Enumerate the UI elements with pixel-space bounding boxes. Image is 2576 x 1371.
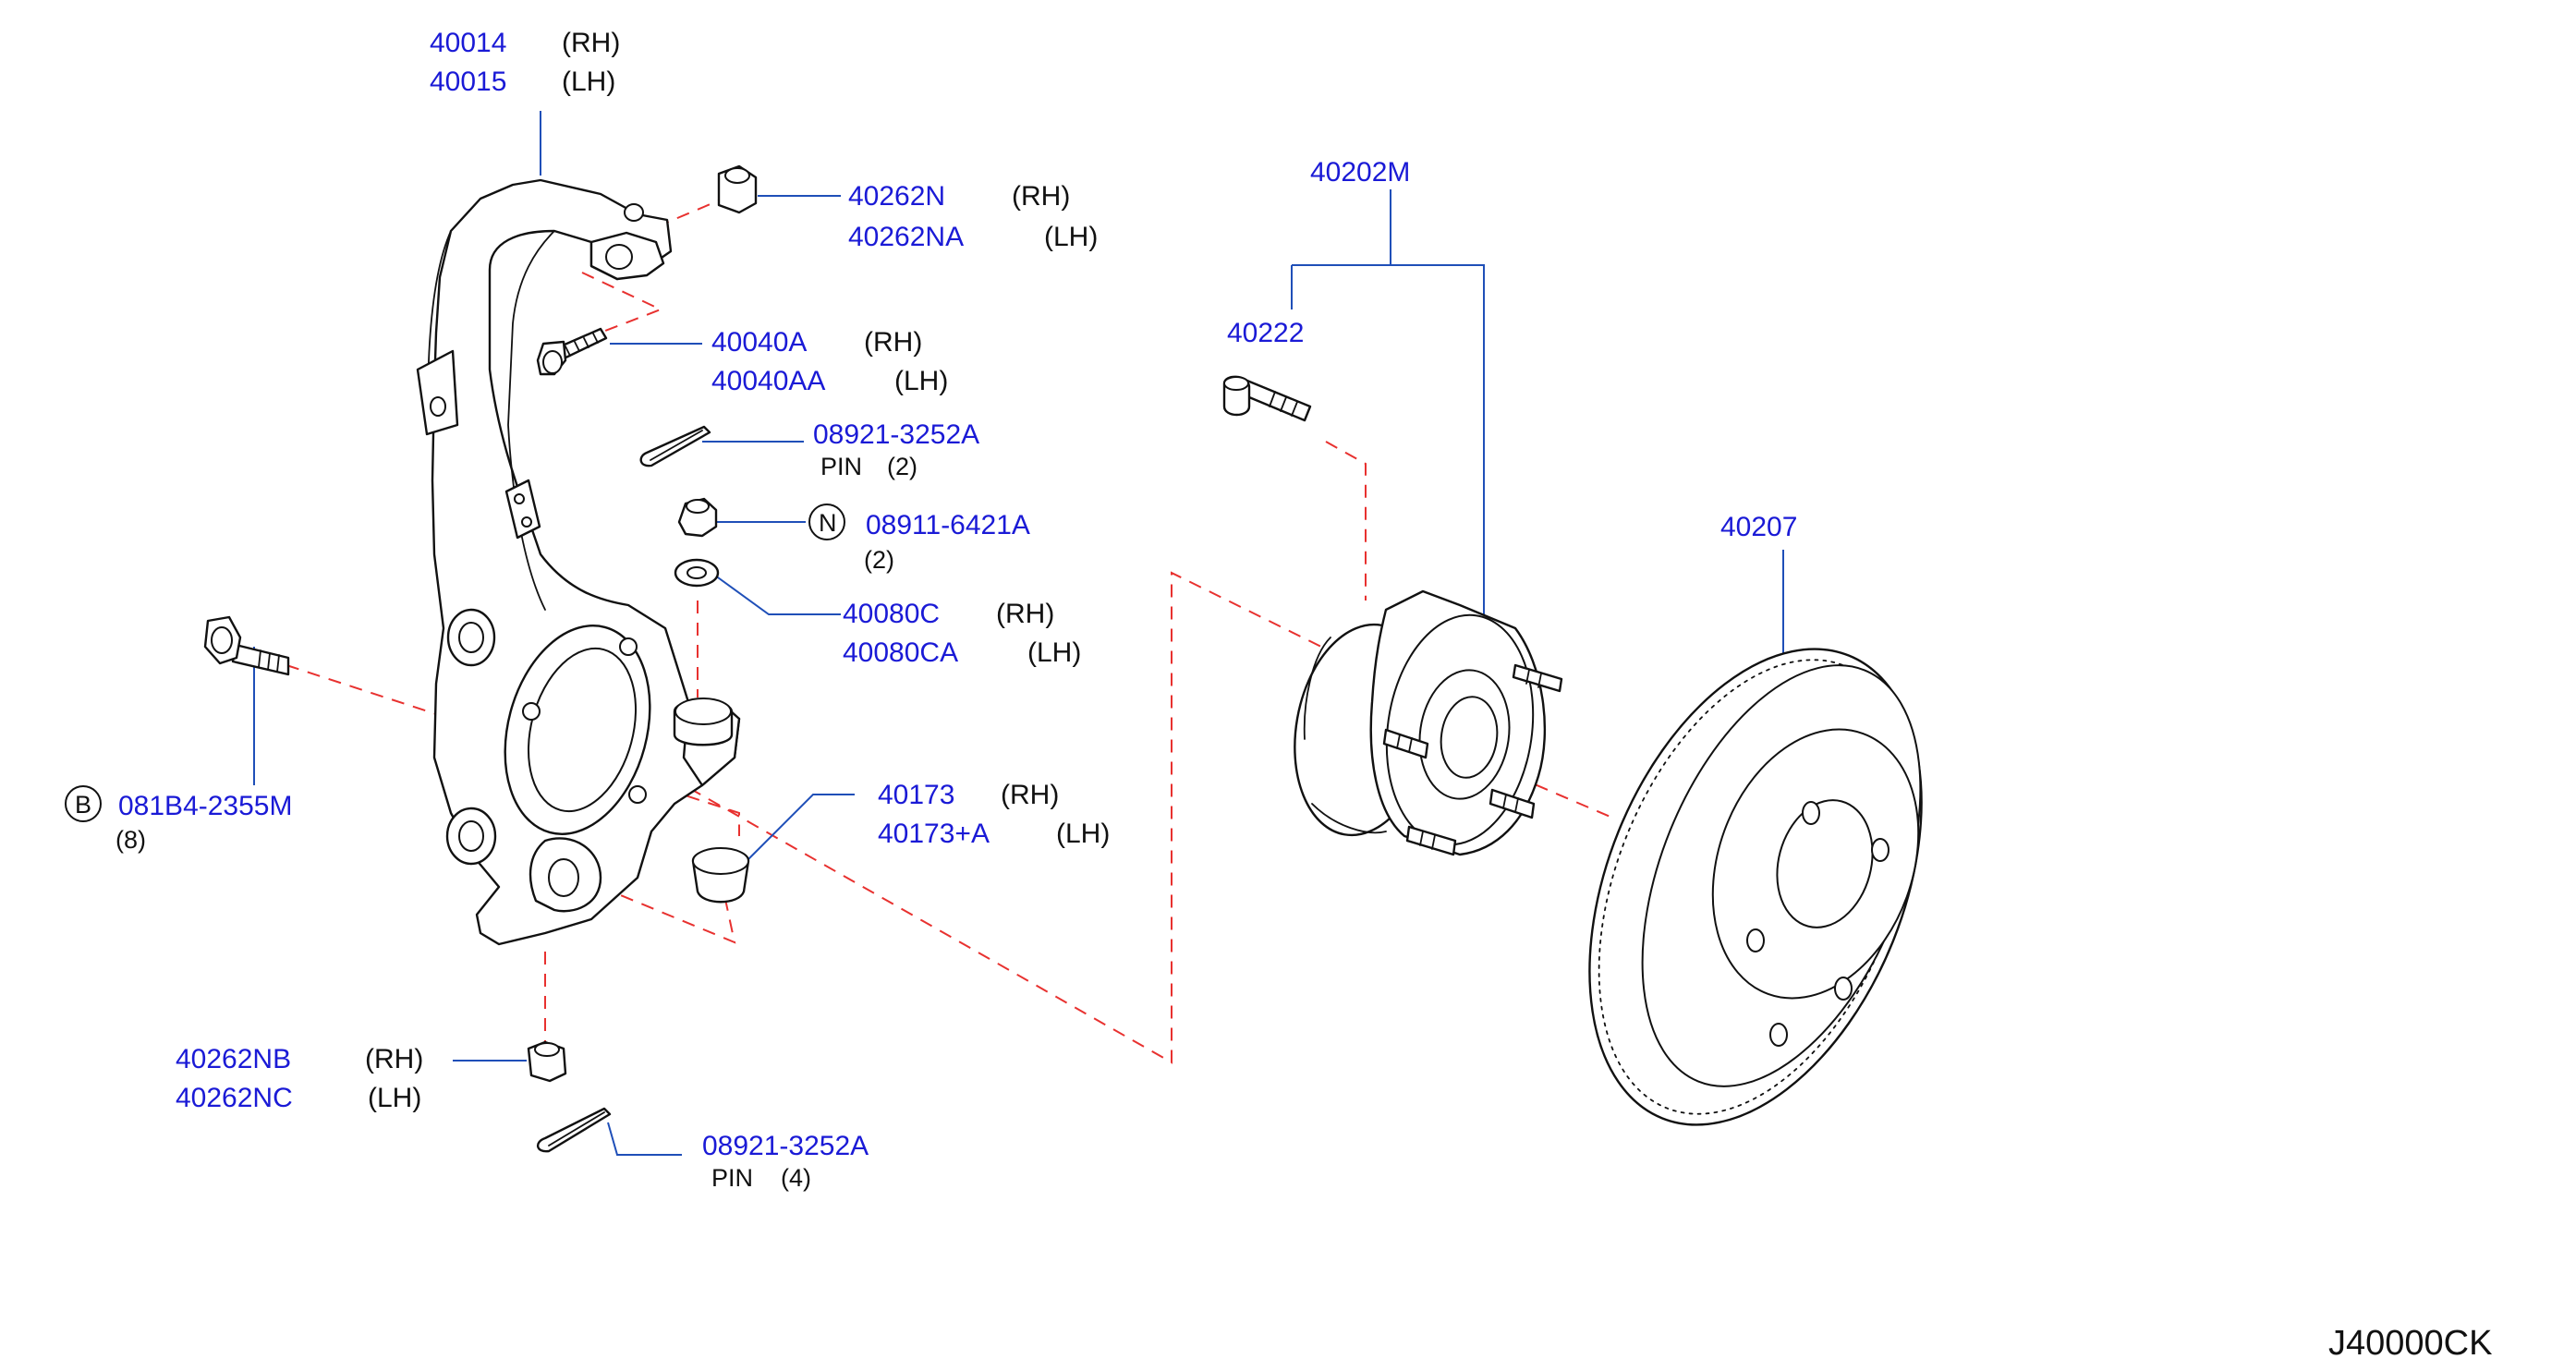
nut-bottom — [527, 1040, 567, 1083]
label-bolt-lh-side: (LH) — [894, 366, 948, 396]
label-bolt-b-circle: B — [75, 791, 91, 819]
wheel-stud — [1222, 375, 1312, 422]
label-bush-rh-side: (RH) — [1001, 780, 1059, 810]
nut-top — [717, 164, 758, 214]
diagram-code: J40000CK — [2328, 1324, 2492, 1363]
assembly-lines — [286, 195, 1613, 1064]
label-pin-top-desc: PIN — [820, 453, 862, 480]
label-nut-bot-rh-side: (RH) — [365, 1044, 423, 1074]
label-nut-top-rh-side: (RH) — [1012, 181, 1070, 212]
label-washer-rh-side: (RH) — [996, 599, 1054, 629]
label-washer-rh-pn: 40080C — [843, 599, 940, 629]
hub-assembly — [1294, 589, 1563, 856]
bushing-upper — [673, 698, 734, 746]
brake-rotor — [1588, 648, 1923, 1126]
label-bolt-b-qty: (8) — [115, 826, 146, 854]
label-bush-lh-pn: 40173+A — [878, 819, 990, 849]
bushing-lower — [691, 847, 750, 904]
label-nut-bot-rh-pn: 40262NB — [176, 1044, 291, 1074]
label-nut-top-lh-side: (LH) — [1044, 222, 1098, 252]
label-bolt-lh-pn: 40040AA — [711, 366, 825, 396]
labels: 40014 (RH) 40015 (LH) 40262N (RH) 40262N… — [75, 28, 2492, 1363]
bolt-long — [203, 615, 290, 676]
label-bush-rh-pn: 40173 — [878, 780, 954, 810]
label-knuckle-lh-side: (LH) — [562, 67, 615, 97]
label-pin-top-pn: 08921-3252A — [813, 419, 979, 450]
nut-n — [677, 497, 718, 538]
label-knuckle-rh-pn: 40014 — [430, 28, 506, 58]
label-nut-bot-lh-pn: 40262NC — [176, 1083, 293, 1113]
label-nut-bot-lh-side: (LH) — [368, 1083, 421, 1113]
label-pin-bot-pn: 08921-3252A — [702, 1131, 869, 1161]
label-nut-n-circle: N — [819, 509, 837, 537]
label-nut-n-pn: 08911-6421A — [866, 510, 1030, 540]
label-nut-top-rh-pn: 40262N — [848, 181, 945, 212]
label-washer-lh-side: (LH) — [1027, 637, 1081, 668]
label-hub-pn: 40202M — [1310, 157, 1410, 188]
bolt-upper — [536, 327, 608, 376]
label-knuckle-rh-side: (RH) — [562, 28, 620, 58]
label-knuckle-lh-pn: 40015 — [430, 67, 506, 97]
label-bolt-rh-side: (RH) — [864, 327, 922, 358]
leader-lines — [253, 111, 1784, 1156]
steering-knuckle — [416, 178, 741, 946]
label-bolt-b-pn: 081B4-2355M — [118, 791, 292, 821]
washer — [674, 558, 720, 588]
label-washer-lh-pn: 40080CA — [843, 637, 958, 668]
callout-circle-n — [808, 504, 845, 540]
cotter-pin-top — [639, 425, 711, 467]
label-nut-n-qty: (2) — [864, 546, 894, 574]
label-pin-top-qty: (2) — [887, 453, 917, 480]
label-stud-pn: 40222 — [1227, 318, 1304, 348]
callout-circle-b — [65, 785, 102, 822]
label-pin-bot-qty: (4) — [781, 1164, 811, 1192]
cotter-pin-bottom — [537, 1107, 612, 1153]
label-nut-top-lh-pn: 40262NA — [848, 222, 964, 252]
label-rotor-pn: 40207 — [1720, 512, 1797, 542]
label-bolt-rh-pn: 40040A — [711, 327, 807, 358]
label-bush-lh-side: (LH) — [1056, 819, 1110, 849]
label-pin-bot-desc: PIN — [711, 1164, 753, 1192]
